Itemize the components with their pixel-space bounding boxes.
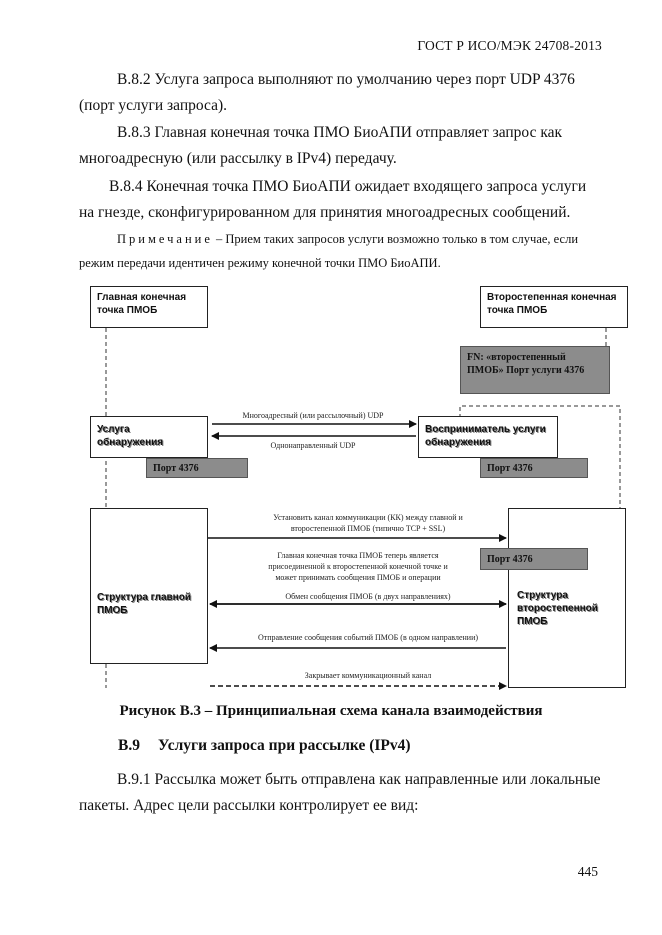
note-label: Примечание — [117, 232, 213, 246]
section-heading: В.9 Услуги запроса при рассылке (IPv4) — [118, 737, 411, 755]
paragraph-b83: В.8.3 Главная конечная точка ПМО БиоАПИ … — [79, 120, 614, 172]
master-endpoint-label: Главная конечная точка ПМОБ — [97, 292, 187, 316]
note: Примечание – Прием таких запросов услуги… — [79, 227, 614, 275]
master-structure-box: Структура главной ПМОБ — [90, 508, 208, 664]
paragraph-line: В.9.1 Рассылка может быть отправлена как… — [117, 771, 601, 788]
document-header: ГОСТ Р ИСО/МЭК 24708-2013 — [417, 38, 602, 53]
master-endpoint-box: Главная конечная точка ПМОБ — [90, 286, 208, 328]
port-right: Порт 4376 — [480, 458, 588, 478]
msg-close: Закрывает коммуникационный канал — [304, 671, 432, 680]
section-title: Услуги запроса при рассылке (IPv4) — [158, 737, 411, 754]
msg-unidirectional: Однонаправленный UDP — [270, 441, 356, 450]
paragraph-b84: В.8.4 Конечная точка ПМО БиоАПИ ожидает … — [79, 174, 614, 226]
port-right-label: Порт 4376 — [487, 463, 533, 474]
note-text: – Прием таких запросов услуги возможно т… — [212, 232, 579, 246]
paragraph-line: (порт услуги запроса). — [79, 97, 228, 114]
interaction-diagram: Главная конечная точка ПМОБ Второстепенн… — [88, 278, 630, 690]
discovery-service-label: Услуга обнаружения — [97, 424, 164, 448]
slave-structure-label: Структура второстепенной ПМОБ — [517, 590, 598, 627]
paragraph-b82: В.8.2 Услуга запроса выполняют по умолча… — [79, 67, 614, 119]
paragraph-line: на гнезде, сконфигурированном для принят… — [79, 204, 571, 221]
page-number: 445 — [577, 864, 598, 879]
slave-endpoint-box: Второстепенная конечная точка ПМОБ — [480, 286, 628, 328]
slave-structure-box: Структура второстепенной ПМОБ — [508, 508, 626, 688]
paragraph-b91: В.9.1 Рассылка может быть отправлена как… — [79, 767, 614, 819]
paragraph-line: В.8.3 Главная конечная точка ПМО БиоАПИ … — [117, 124, 563, 141]
msg-events: Отправление сообщения событий ПМОБ (в од… — [257, 633, 479, 642]
master-structure-label: Структура главной ПМОБ — [97, 592, 191, 616]
msg-establish: Установить канал коммуникации (КК) между… — [273, 513, 463, 533]
discovery-service-box: Услуга обнаружения — [90, 416, 208, 458]
port-left-label: Порт 4376 — [153, 463, 199, 474]
section-number: В.9 — [118, 737, 140, 754]
paragraph-line: В.8.2 Услуга запроса выполняют по умолча… — [117, 71, 575, 88]
paragraph-line: пакеты. Адрес цели рассылки контролирует… — [79, 797, 419, 814]
slave-endpoint-label: Второстепенная конечная точка ПМОБ — [487, 292, 617, 316]
note-text: режим передачи идентичен режиму конечной… — [79, 256, 441, 270]
msg-exchange: Обмен сообщения ПМОБ (в двух направления… — [285, 592, 451, 601]
fn-box: FN: «второстепенный ПМОБ» Порт услуги 43… — [460, 346, 610, 394]
port-mid-label: Порт 4376 — [487, 554, 533, 565]
discovery-receiver-box: Восприниматель услуги обнаружения — [418, 416, 558, 458]
fn-label: FN: «второстепенный ПМОБ» Порт услуги 43… — [467, 352, 585, 376]
port-left: Порт 4376 — [146, 458, 248, 478]
paragraph-line: многоадресную (или рассылку в IPv4) пере… — [79, 150, 397, 167]
msg-connected: Главная конечная точка ПМОБ теперь являе… — [268, 551, 448, 582]
figure-caption: Рисунок В.3 – Принципиальная схема канал… — [119, 703, 543, 719]
port-mid: Порт 4376 — [480, 548, 588, 570]
msg-multicast: Многоадресный (или рассылочный) UDP — [242, 411, 384, 420]
discovery-receiver-label: Восприниматель услуги обнаружения — [425, 424, 546, 448]
paragraph-line: В.8.4 Конечная точка ПМО БиоАПИ ожидает … — [109, 178, 587, 195]
